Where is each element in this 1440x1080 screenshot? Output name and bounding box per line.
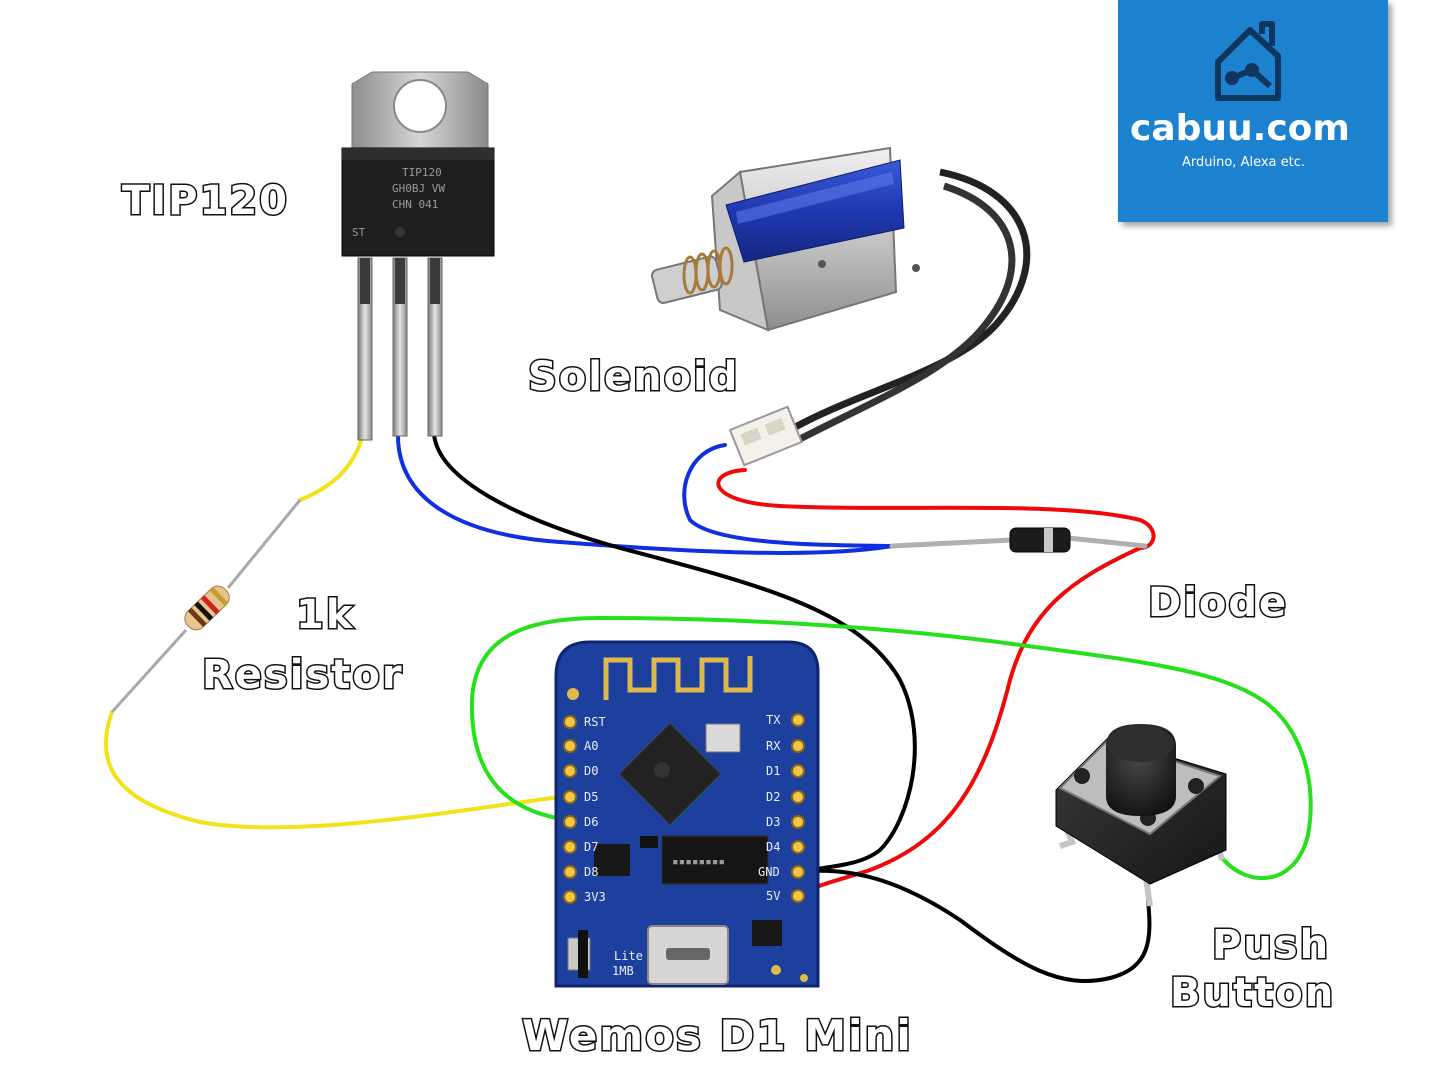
- label-button-2: Button: [1170, 970, 1335, 1016]
- pin-label-d1: D1: [766, 764, 780, 778]
- pin-label-tx: TX: [766, 713, 781, 727]
- pin-label-d8: D8: [584, 865, 598, 879]
- transistor-marking-1: TIP120: [402, 166, 442, 179]
- pin-label-d5: D5: [584, 790, 598, 804]
- wires: [103, 430, 1313, 983]
- label-diode: Diode: [1148, 580, 1288, 626]
- house-circuit-icon: [1215, 21, 1281, 101]
- green-wire: [469, 616, 1313, 881]
- st-logo-icon: ST: [352, 226, 366, 239]
- black-wire: [796, 868, 1152, 983]
- pin-label-d2: D2: [766, 790, 780, 804]
- pin-label-rx: RX: [766, 739, 781, 753]
- push-button: [1055, 724, 1227, 907]
- board-text-lite: Lite: [614, 949, 643, 963]
- tip120-transistor: TIP120 GH0BJ VW CHN 041 ST: [341, 71, 495, 441]
- red-wire: [796, 546, 1142, 898]
- resistor-1k: [110, 499, 302, 714]
- label-button-1: Push: [1212, 922, 1330, 968]
- diode: [889, 527, 1148, 553]
- board-text-1mb: 1MB: [612, 964, 634, 978]
- blue-wire: [682, 443, 894, 548]
- transistor-marking-3: CHN 041: [392, 198, 438, 211]
- pin-label-d4: D4: [766, 840, 780, 854]
- logo-brand: cabuu.com: [1130, 108, 1350, 149]
- pin-label-d7: D7: [584, 840, 598, 854]
- pin-label-gnd: GND: [758, 865, 780, 879]
- cabuu-logo: cabuu.com Arduino, Alexa etc.: [1118, 0, 1388, 222]
- blue-wire: [395, 430, 894, 555]
- label-resistor-2: Resistor: [202, 652, 404, 698]
- yellow-wire: [103, 710, 570, 830]
- label-solenoid: Solenoid: [528, 354, 739, 400]
- solenoid: [650, 146, 1031, 467]
- flash-chip: ▪▪▪▪▪▪▪▪: [672, 855, 725, 868]
- pin-label-3v3: 3V3: [584, 890, 606, 904]
- logo-tagline: Arduino, Alexa etc.: [1182, 155, 1305, 170]
- pin-label-d0: D0: [584, 764, 598, 778]
- transistor-marking-2: GH0BJ VW: [392, 182, 445, 195]
- black-wire: [432, 432, 917, 874]
- label-wemos: Wemos D1 Mini: [522, 1011, 913, 1060]
- label-tip120: TIP120: [122, 178, 289, 224]
- right-pin-header: TX RX D1 D2 D3 D4 GND 5V: [758, 713, 805, 903]
- pin-label-d6: D6: [584, 815, 598, 829]
- yellow-wire: [298, 436, 364, 502]
- pin-label-rst: RST: [584, 715, 606, 729]
- pin-label-5v: 5V: [766, 889, 780, 903]
- left-pin-header: RST A0 D0 D5 D6 D7 D8 3V3: [563, 715, 606, 904]
- pin-label-d3: D3: [766, 815, 780, 829]
- pin-label-a0: A0: [584, 739, 598, 753]
- wemos-d1-mini-board: ▪▪▪▪▪▪▪▪ Lite 1MB RST A0 D0 D5 D6: [554, 640, 820, 988]
- red-wire: [716, 468, 1156, 550]
- label-resistor-1: 1k: [296, 592, 354, 638]
